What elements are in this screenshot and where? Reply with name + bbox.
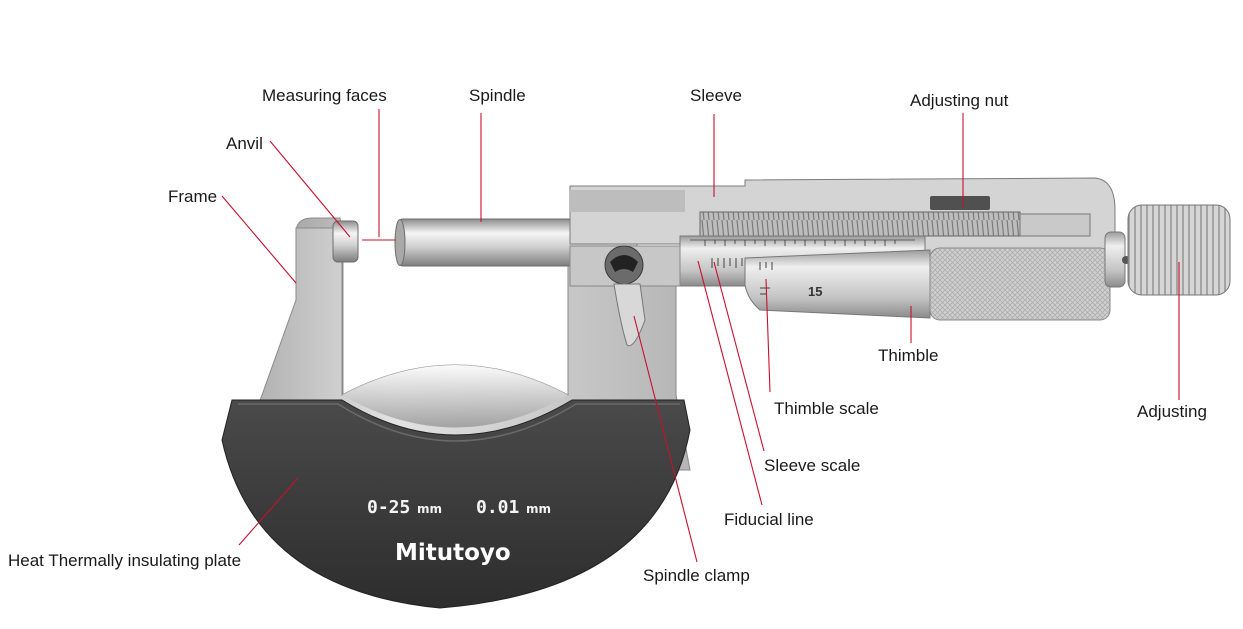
- thimble-scale-ticks: [759, 262, 773, 295]
- labels: Measuring faces Spindle Sleeve Adjusting…: [8, 86, 1207, 585]
- label-spindle-clamp: Spindle clamp: [643, 566, 750, 585]
- label-anvil: Anvil: [226, 134, 263, 153]
- label-adjusting: Adjusting: [1137, 402, 1207, 421]
- label-fiducial-line: Fiducial line: [724, 510, 814, 529]
- label-sleeve: Sleeve: [690, 86, 742, 105]
- anvil-shape: [332, 220, 359, 263]
- plate-range-unit: mm: [417, 502, 442, 516]
- insulating-plate-shape: [221, 399, 691, 609]
- label-insulating-plate: Heat Thermally insulating plate: [8, 551, 241, 570]
- plate-resolution-unit: mm: [526, 502, 551, 516]
- plate-range-value: 0-25: [367, 497, 410, 518]
- thimble-number: 15: [808, 284, 822, 299]
- thimble-knurl: [929, 247, 1111, 321]
- micrometer-body: 15 0-25 mm 0.01 mm Mitutoyo: [221, 177, 1231, 609]
- leader-lines: [221, 109, 1180, 563]
- label-measuring-faces: Measuring faces: [262, 86, 387, 105]
- sleeve-scale-ticks: [704, 240, 896, 246]
- spindle-thread: [699, 211, 1021, 237]
- brand-logo: Mitutoyo: [395, 540, 511, 566]
- label-thimble: Thimble: [878, 346, 938, 365]
- label-adjusting-nut: Adjusting nut: [910, 91, 1009, 110]
- label-thimble-scale: Thimble scale: [774, 399, 879, 418]
- plate-resolution-value: 0.01: [476, 497, 519, 518]
- label-spindle: Spindle: [469, 86, 526, 105]
- label-sleeve-scale: Sleeve scale: [764, 456, 860, 475]
- label-frame: Frame: [168, 187, 217, 206]
- thimble-shape: [744, 249, 931, 319]
